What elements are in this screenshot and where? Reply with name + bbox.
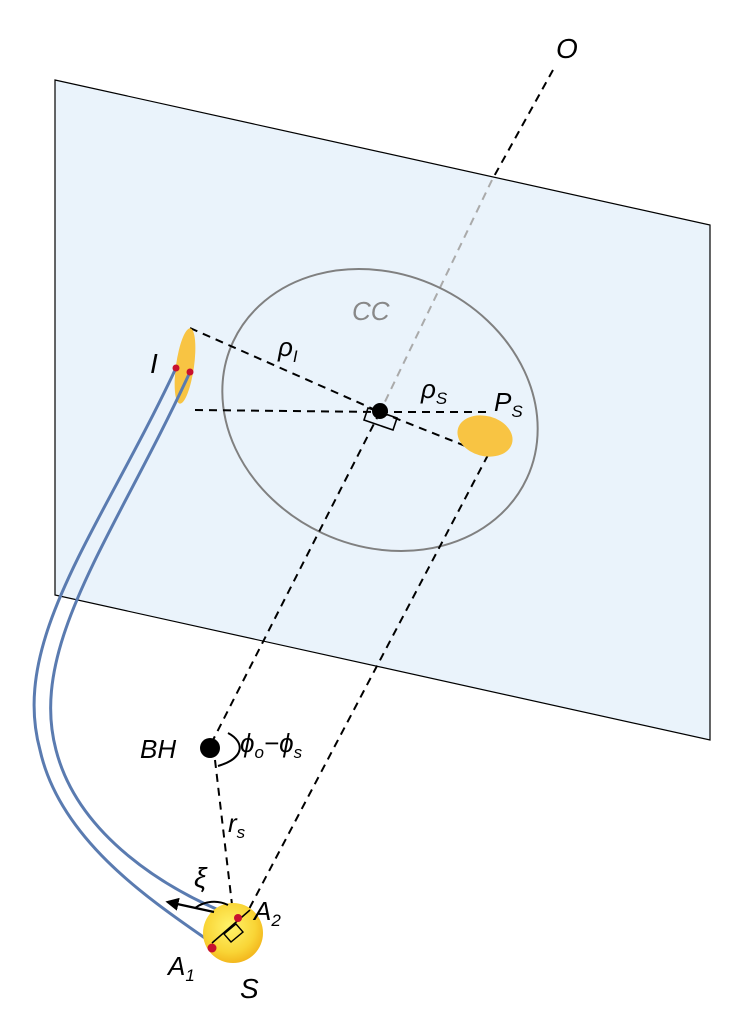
- source-right-angle-marker: [223, 923, 244, 943]
- a1-subscript: 1: [185, 966, 194, 985]
- angle-arc: [217, 732, 241, 767]
- radius-subscript: s: [237, 823, 246, 842]
- projected-source-subscript: S: [511, 402, 523, 421]
- observer-line-behind-plane: [379, 179, 493, 413]
- observer-line-upper: [491, 69, 554, 181]
- angle-s-subscript: s: [294, 743, 303, 762]
- source-sphere: [203, 903, 263, 963]
- rho-source-subscript: S: [436, 389, 448, 408]
- light-ray-1: [32, 367, 213, 945]
- angle-o-subscript: o: [254, 743, 263, 762]
- right-angle-marker: [362, 406, 399, 432]
- projected-source-symbol: P: [494, 387, 512, 417]
- light-ray-2: [49, 371, 239, 920]
- black-hole-label: BH: [140, 734, 176, 764]
- rho-image-label: ρI: [277, 332, 298, 366]
- rho-source-label: ρS: [420, 374, 448, 408]
- source-tangent-line: [211, 909, 251, 944]
- rho-image-symbol: ρ: [277, 332, 293, 362]
- caustic-circle-label: CC: [352, 296, 390, 326]
- image-endpoint-2: [186, 368, 194, 376]
- source-endpoint-a1: [207, 943, 217, 953]
- bh-to-center-line: [212, 411, 381, 741]
- black-hole-dot: [200, 738, 220, 758]
- xi-arc: [194, 900, 229, 909]
- a2-subscript: 2: [270, 911, 281, 930]
- observer-label: O: [556, 33, 578, 64]
- a1-symbol: A: [166, 951, 185, 981]
- rho-image-lower-line: [194, 409, 381, 413]
- image-blob: [174, 328, 196, 404]
- source-projection-line: [379, 411, 489, 456]
- source-endpoint-a2: [234, 914, 242, 922]
- angle-label: ϕo−ϕs: [240, 728, 303, 762]
- xi-arrow: [165, 897, 215, 914]
- radius-label: rs: [228, 808, 246, 842]
- image-label: I: [150, 348, 158, 379]
- projected-source-blob: [457, 415, 513, 457]
- center-dot: [372, 403, 388, 419]
- rho-image-upper-line: [189, 327, 381, 413]
- projected-source-label: PS: [494, 387, 523, 421]
- source-label: S: [240, 973, 259, 1004]
- a1-label: A1: [166, 951, 195, 985]
- radius-symbol: r: [228, 808, 238, 838]
- caustic-circle: [221, 268, 539, 552]
- rho-source-symbol: ρ: [420, 374, 436, 404]
- angle-minus-phi-s: −ϕ: [264, 728, 294, 758]
- xi-label: ξ: [194, 862, 208, 893]
- a2-symbol: A: [252, 896, 271, 926]
- bh-to-source-line: [214, 759, 236, 931]
- source-to-projection-line: [237, 454, 489, 931]
- angle-phi-o: ϕ: [240, 728, 254, 758]
- a2-label: A2: [252, 896, 281, 930]
- rho-image-subscript: I: [293, 347, 298, 366]
- image-endpoint-1: [172, 364, 180, 372]
